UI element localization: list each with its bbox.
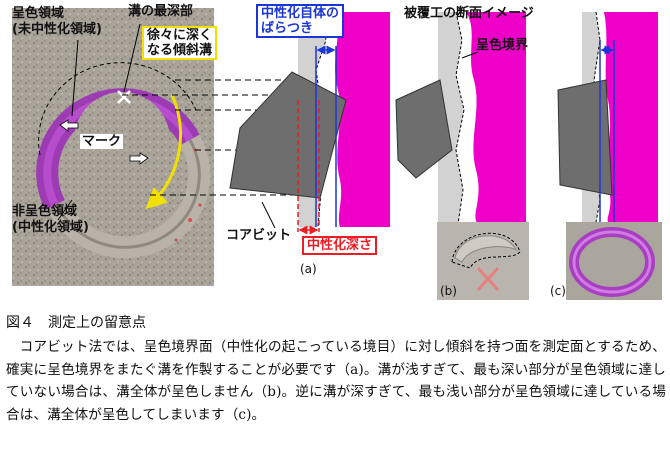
caption-title: 図４ 測定上の留意点 xyxy=(6,312,666,332)
label-core-bit: コアビット xyxy=(226,228,291,243)
label-sloped-groove: 徐々に深く なる傾斜溝 xyxy=(142,26,217,60)
panel-label-c: (c) xyxy=(550,284,566,298)
label-colored-region-2: (未中性化領域) xyxy=(12,22,102,37)
caption-body: コアビット法では、呈色境界面（中性化の起こっている境目）に対し傾斜を持つ面を測定… xyxy=(6,336,666,426)
label-carbonation-depth: 中性化深さ xyxy=(302,236,377,255)
label-variation: 中性化自体の ばらつき xyxy=(256,4,344,38)
label-section-title: 被覆工の断面イメージ xyxy=(404,6,534,21)
label-boundary: 呈色境界 xyxy=(476,38,528,53)
panel-label-b: (b) xyxy=(440,284,457,298)
section-a xyxy=(230,12,390,232)
section-b xyxy=(396,12,529,300)
panel-label-a: (a) xyxy=(300,262,317,276)
label-non-colored-2: (中性化領域) xyxy=(12,220,89,235)
label-colored-region-1: 呈色領域 xyxy=(12,6,64,21)
label-non-colored-1: 非呈色領域 xyxy=(12,204,77,219)
label-sloped-groove-1: 徐々に深く xyxy=(147,28,212,43)
label-sloped-groove-2: なる傾斜溝 xyxy=(147,43,212,58)
figure-caption: 図４ 測定上の留意点 コアビット法では、呈色境界面（中性化の起こっている境目）に… xyxy=(6,312,666,426)
label-variation-1: 中性化自体の xyxy=(261,6,339,21)
figure-drawing xyxy=(0,0,670,305)
label-variation-2: ばらつき xyxy=(261,21,339,36)
section-c xyxy=(558,12,662,300)
figure: 呈色領域 (未中性化領域) 溝の最深部 徐々に深く なる傾斜溝 中性化自体の ば… xyxy=(0,0,670,305)
label-deepest: 溝の最深部 xyxy=(128,4,193,19)
label-mark: マーク xyxy=(80,134,123,149)
